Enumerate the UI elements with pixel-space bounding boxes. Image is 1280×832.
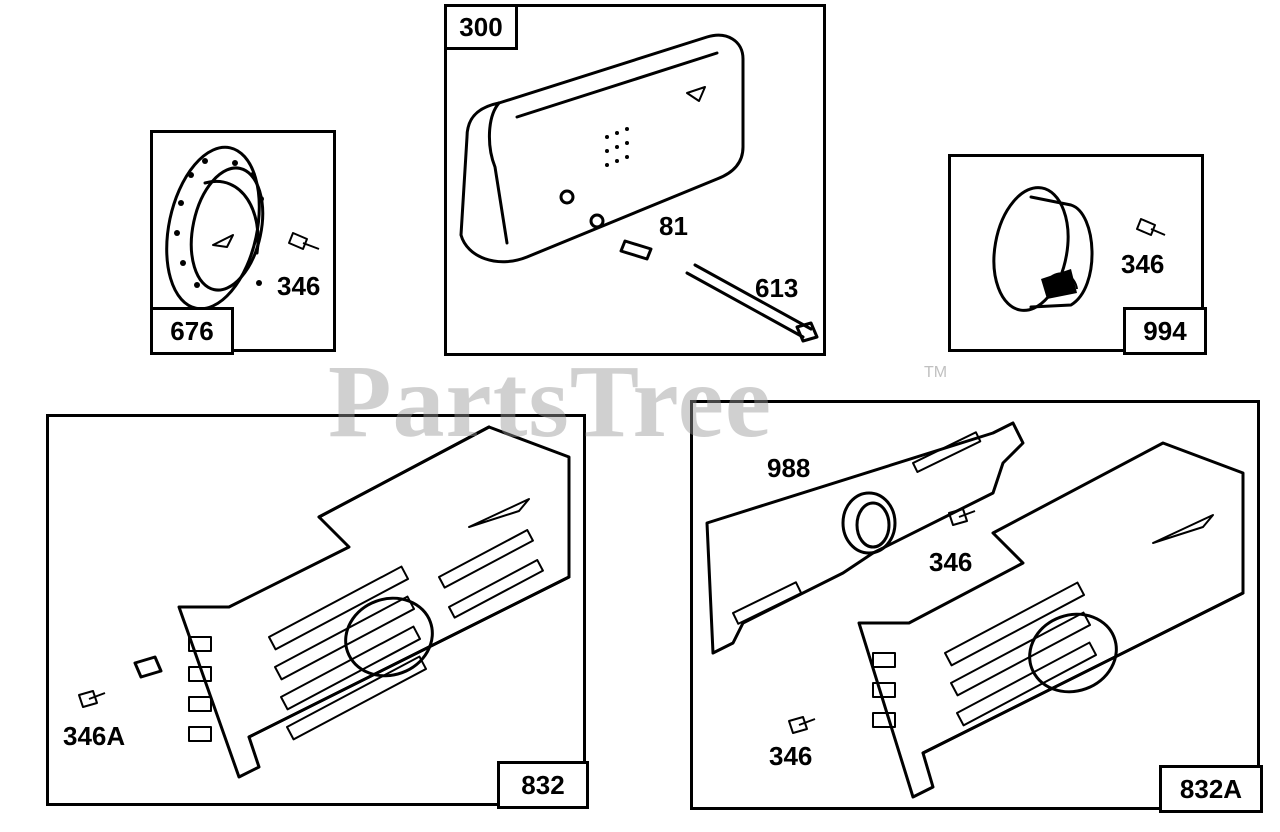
panel-300: 300 81 613 [444,4,826,356]
watermark-text: PartsTree [328,344,773,459]
part-label-988: 988 [767,453,811,483]
panel-994: 346 994 [948,154,1207,355]
panel-832: 346A 832 [46,414,589,809]
part-label-346-upper: 346 [929,547,973,577]
panel-676: 346 676 [150,130,336,355]
part-label-346: 346 [277,271,321,301]
part-label-346: 346 [1121,249,1165,279]
muffler-guard-with-deflector-drawing [705,421,1245,799]
heat-shield-deflector-drawing [992,186,1166,312]
diagram-tag-300: 300 [444,4,518,50]
panel-832a: 988 346 346 832A [690,400,1263,813]
diagram-tag-676: 676 [150,307,234,355]
part-label-613: 613 [755,273,799,303]
diagram-tag-832a: 832A [1159,765,1263,813]
diagram-tag-994: 994 [1123,307,1207,355]
part-label-81: 81 [659,211,688,241]
diagram-tag-832: 832 [497,761,589,809]
muffler-guard-drawing [78,425,571,779]
muffler-drawing [459,33,819,343]
part-label-346a: 346A [63,721,126,751]
part-label-346-lower: 346 [769,741,813,771]
watermark-trademark: TM [924,364,948,381]
